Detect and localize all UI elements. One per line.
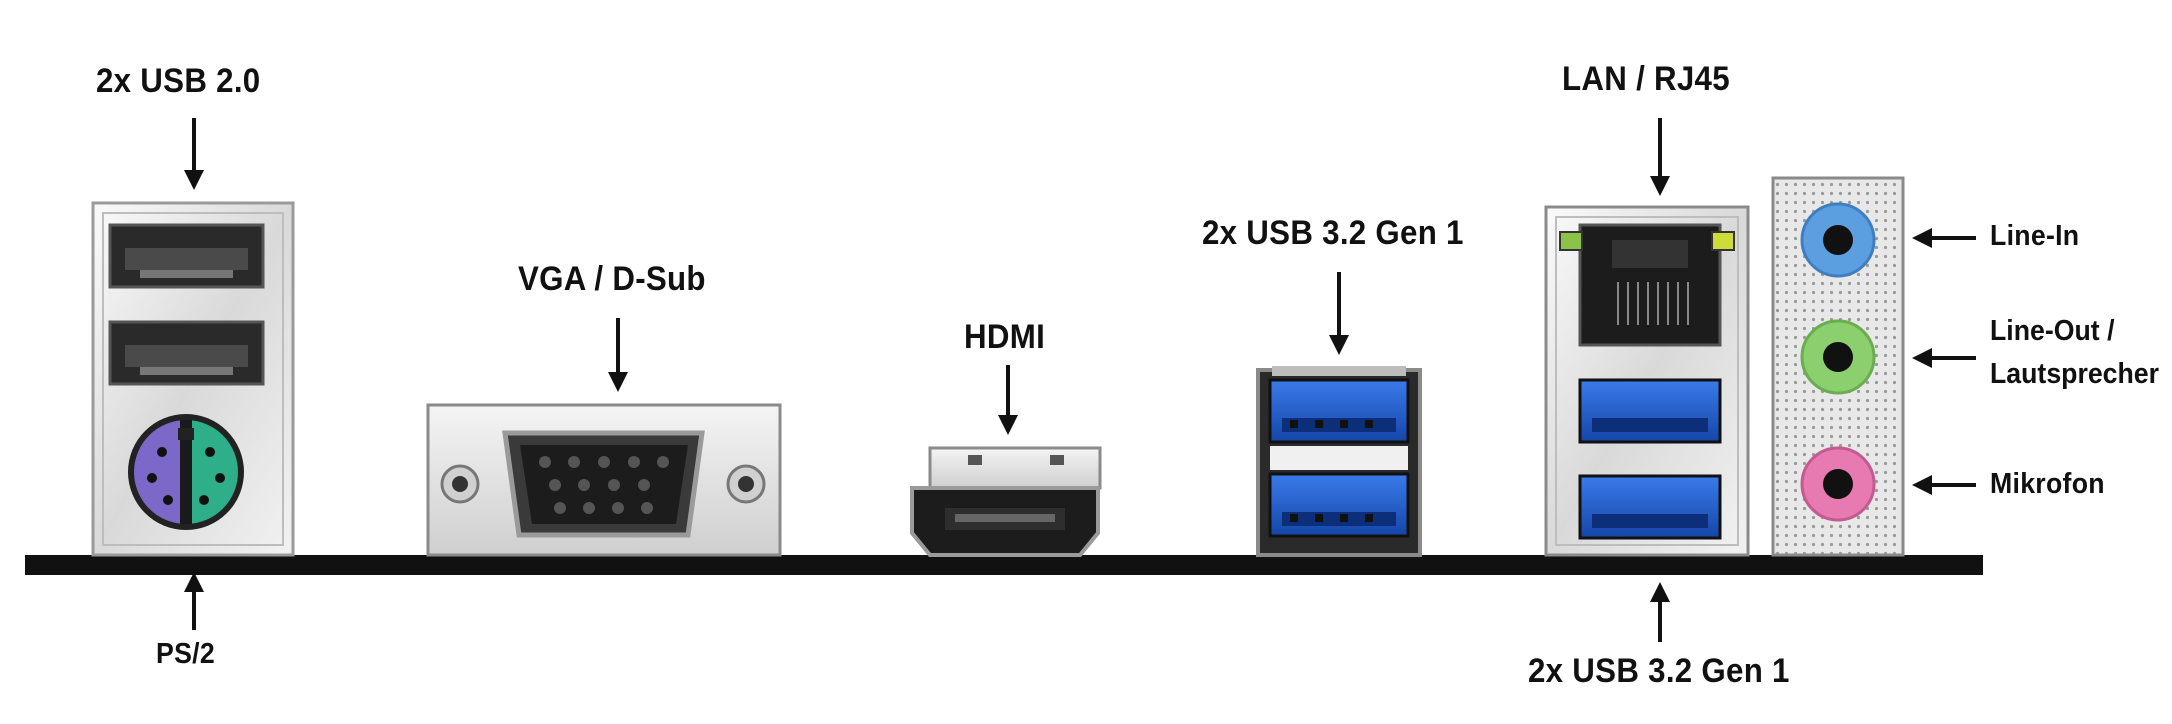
hdmi-port-icon [910,446,1102,557]
label-usb2: 2x USB 2.0 [96,62,261,100]
usb-port-icon [108,223,265,289]
label-line-out: Line-Out / Lautsprecher [1990,310,2172,396]
audio-jack-icon [1800,319,1876,395]
rj45-port-icon [1559,223,1735,347]
audio-jack-icon [1800,202,1876,278]
label-hdmi: HDMI [964,318,1046,356]
audio-stack [1771,176,1905,557]
ps2-port-icon [128,414,244,530]
label-line-out-line2: Lautsprecher [1990,358,2160,390]
usb-port-icon [1578,474,1722,540]
vga-port-icon [426,403,782,557]
usb2-ps2-stack [91,201,295,557]
label-line-in: Line-In [1990,220,2080,252]
label-usb3-mid: 2x USB 3.2 Gen 1 [1202,214,1464,252]
usb-port-icon [1268,378,1410,444]
usb-port-icon [1578,378,1722,444]
usb-port-icon [108,320,265,386]
label-usb3-bottom: 2x USB 3.2 Gen 1 [1528,652,1790,690]
label-line-out-line1: Line-Out / [1990,315,2115,347]
lan-usb3-stack [1544,205,1750,557]
label-vga: VGA / D-Sub [518,260,706,298]
usb-port-icon [1268,472,1410,538]
label-ps2: PS/2 [156,638,215,670]
pcb-edge [25,555,1983,575]
usb3-stack-middle [1256,366,1422,557]
audio-jack-icon [1800,446,1876,522]
label-lan: LAN / RJ45 [1562,60,1730,98]
label-mic: Mikrofon [1990,468,2105,500]
